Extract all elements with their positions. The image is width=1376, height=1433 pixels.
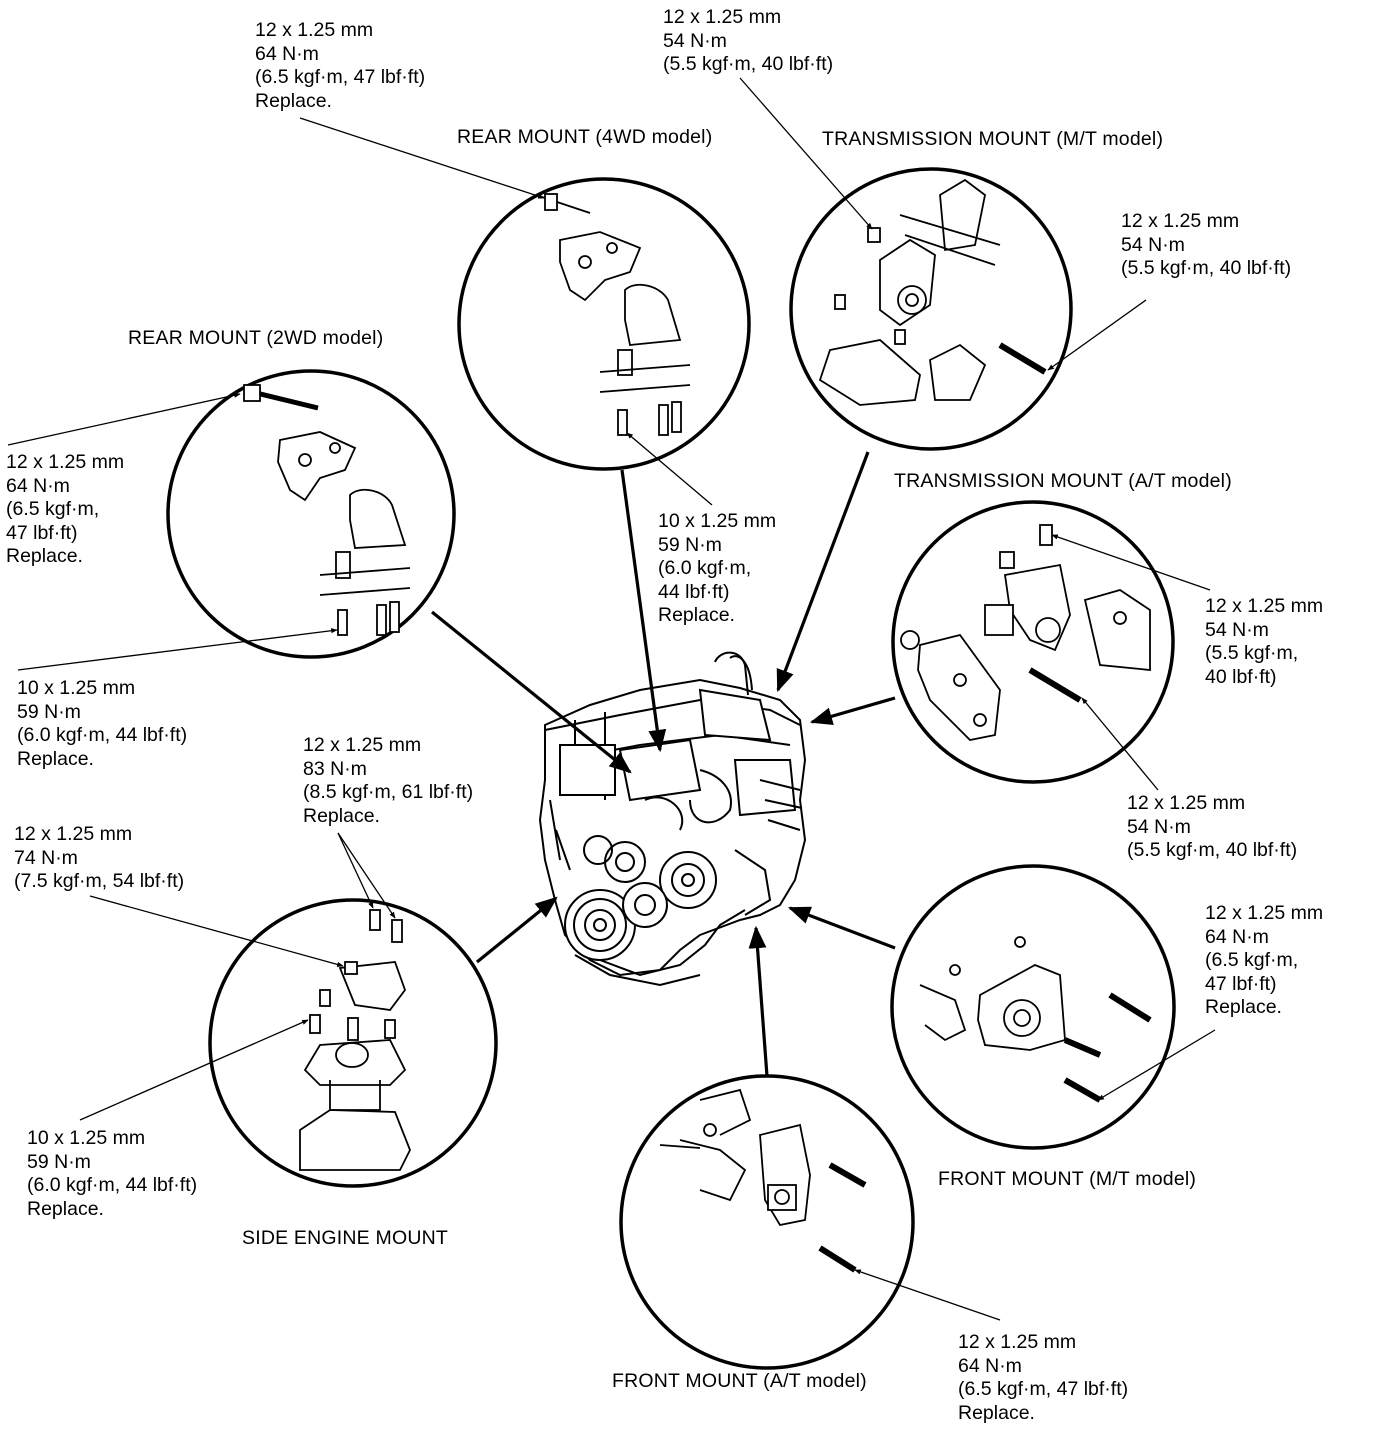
trans-mount-at-parts xyxy=(900,524,1151,741)
rear-mount-2wd-parts xyxy=(243,384,411,636)
rear-mount-4wd-circle xyxy=(457,177,751,471)
front-mount-at-parts xyxy=(659,1088,867,1273)
title-transmission-mount-mt: TRANSMISSION MOUNT (M/T model) xyxy=(822,128,1164,150)
trans-mount-mt-parts xyxy=(818,178,1047,406)
title-front-mount-mt: FRONT MOUNT (M/T model) xyxy=(938,1168,1197,1190)
trans-mount-mt-circle xyxy=(789,167,1073,451)
rear-mount-4wd-parts xyxy=(541,193,691,436)
title-transmission-mount-at: TRANSMISSION MOUNT (A/T model) xyxy=(894,470,1232,492)
detail-circles xyxy=(166,167,1176,1370)
title-rear-mount-4wd: REAR MOUNT (4WD model) xyxy=(457,126,713,148)
leader-lines xyxy=(7,77,1216,1321)
rear-mount-2wd-circle xyxy=(166,369,456,659)
mount-arrows xyxy=(430,451,896,1077)
title-side-engine-mount: SIDE ENGINE MOUNT xyxy=(242,1227,448,1249)
title-front-mount-at: FRONT MOUNT (A/T model) xyxy=(612,1370,867,1392)
front-mount-mt-circle xyxy=(890,864,1176,1150)
title-rear-mount-2wd: REAR MOUNT (2WD model) xyxy=(128,327,384,349)
side-engine-mount-parts xyxy=(299,909,411,1171)
engine-illustration xyxy=(538,651,807,987)
trans-mount-at-circle xyxy=(891,500,1175,784)
front-mount-mt-parts xyxy=(919,936,1152,1103)
side-engine-mount-circle xyxy=(208,898,498,1188)
front-mount-at-circle xyxy=(619,1074,915,1370)
